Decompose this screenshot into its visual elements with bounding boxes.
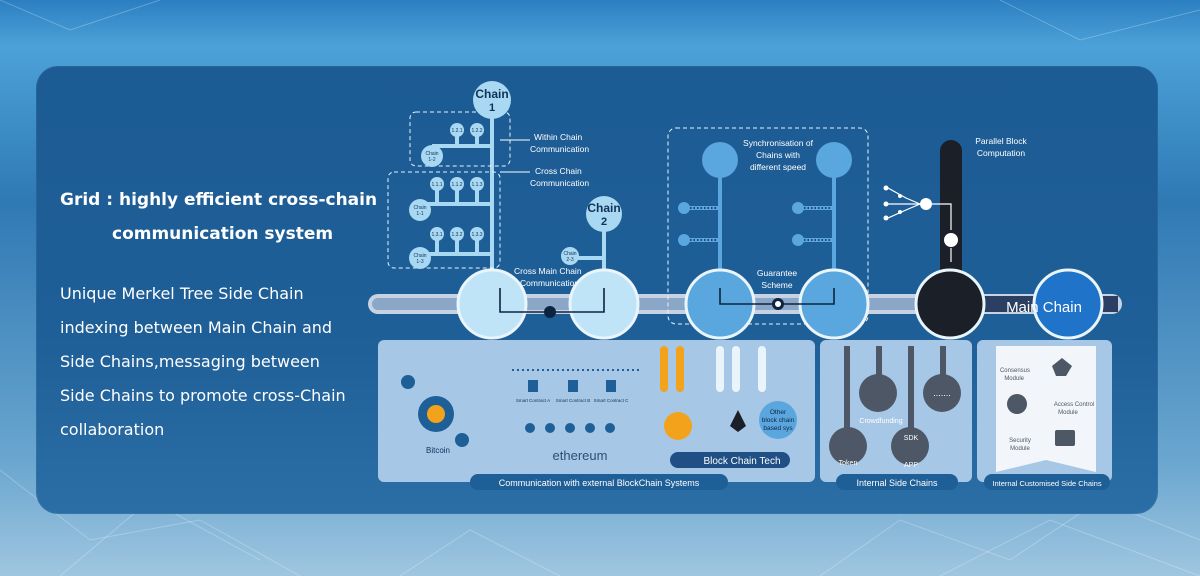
svg-text:1-2: 1-2 (428, 157, 435, 163)
within-label-b: Communication (530, 144, 589, 154)
svg-text:1.2.1: 1.2.1 (451, 128, 462, 134)
svg-text:Module: Module (1010, 446, 1030, 452)
svg-text:Crowdfunding: Crowdfunding (859, 418, 902, 425)
svg-text:SDK: SDK (904, 435, 919, 442)
svg-text:APP: APP (904, 462, 918, 469)
chain2-label-a: Chain (587, 201, 620, 215)
svg-text:1.1.2: 1.1.2 (451, 182, 462, 188)
chain2-label-b: 2 (601, 216, 607, 228)
sync-label-a: Synchronisation of (743, 138, 814, 148)
sync-label-c: different speed (750, 162, 806, 172)
svg-text:based sys: based sys (763, 425, 793, 432)
description-line-4: Side Chains to promote cross-Chain (60, 386, 346, 405)
external-box (378, 340, 815, 482)
internal-caption: Internal Side Chains (856, 478, 938, 488)
svg-text:.......: ....... (933, 388, 951, 398)
chain1-label-a: Chain (475, 87, 508, 101)
cross-label-b: Communication (530, 178, 589, 188)
svg-text:Security: Security (1009, 438, 1031, 444)
svg-text:1-3: 1-3 (416, 259, 423, 265)
svg-text:Chain: Chain (563, 251, 576, 257)
description-line-3: Side Chains,messaging between (60, 352, 320, 371)
cross-label-a: Cross Chain (535, 166, 582, 176)
svg-text:Other: Other (770, 409, 787, 416)
svg-text:1.3.1: 1.3.1 (431, 232, 442, 238)
svg-text:1.1.3: 1.1.3 (471, 182, 482, 188)
sync-label-b: Chains with (756, 150, 800, 160)
headline-line-2: communication system (112, 224, 334, 244)
bitcoin-label: Bitcoin (426, 446, 450, 455)
description-line-5: collaboration (60, 420, 165, 439)
svg-text:1.2.2: 1.2.2 (471, 128, 482, 134)
svg-text:1.3.3: 1.3.3 (471, 232, 482, 238)
svg-text:1.1.1: 1.1.1 (431, 182, 442, 188)
svg-text:block chain: block chain (762, 417, 795, 424)
svg-text:Module: Module (1058, 410, 1078, 416)
guarantee-b: Scheme (761, 280, 792, 290)
svg-text:Smart Contract B: Smart Contract B (556, 398, 591, 403)
within-label-a: Within Chain (534, 132, 582, 142)
svg-text:1.3.2: 1.3.2 (451, 232, 462, 238)
svg-text:Module: Module (1004, 376, 1024, 382)
svg-text:2-3: 2-3 (566, 257, 573, 263)
description-line-1: Unique Merkel Tree Side Chain (60, 284, 304, 303)
svg-text:Smart Contract C: Smart Contract C (594, 398, 630, 403)
svg-text:Chain: Chain (425, 151, 438, 157)
customised-caption: Internal Customised Side Chains (992, 479, 1101, 488)
chain1-label-b: 1 (489, 102, 495, 114)
svg-text:Chain: Chain (413, 205, 426, 211)
headline-line-1: Grid : highly efficient cross-chain (60, 190, 378, 210)
svg-text:1-1: 1-1 (416, 211, 423, 217)
svg-text:Smart Contract A: Smart Contract A (516, 398, 550, 403)
cross-main-b: Communication (520, 278, 579, 288)
description-line-2: indexing between Main Chain and (60, 318, 333, 337)
svg-text:Consensus: Consensus (1000, 368, 1030, 374)
block-chain-tech: Block Chain Tech (703, 456, 780, 467)
svg-text:Chain: Chain (413, 253, 426, 259)
external-caption: Communication with external BlockChain S… (499, 478, 700, 488)
parallel-b: Computation (977, 148, 1025, 158)
svg-text:Access Control: Access Control (1054, 402, 1094, 408)
parallel-a: Parallel Block (975, 136, 1027, 146)
cross-main-a: Cross Main Chain (514, 266, 582, 276)
guarantee-a: Guarantee (757, 268, 797, 278)
ethereum-label: ethereum (553, 448, 608, 463)
svg-text:Token: Token (839, 460, 858, 467)
main-chain-label: Main Chain (1006, 299, 1082, 316)
